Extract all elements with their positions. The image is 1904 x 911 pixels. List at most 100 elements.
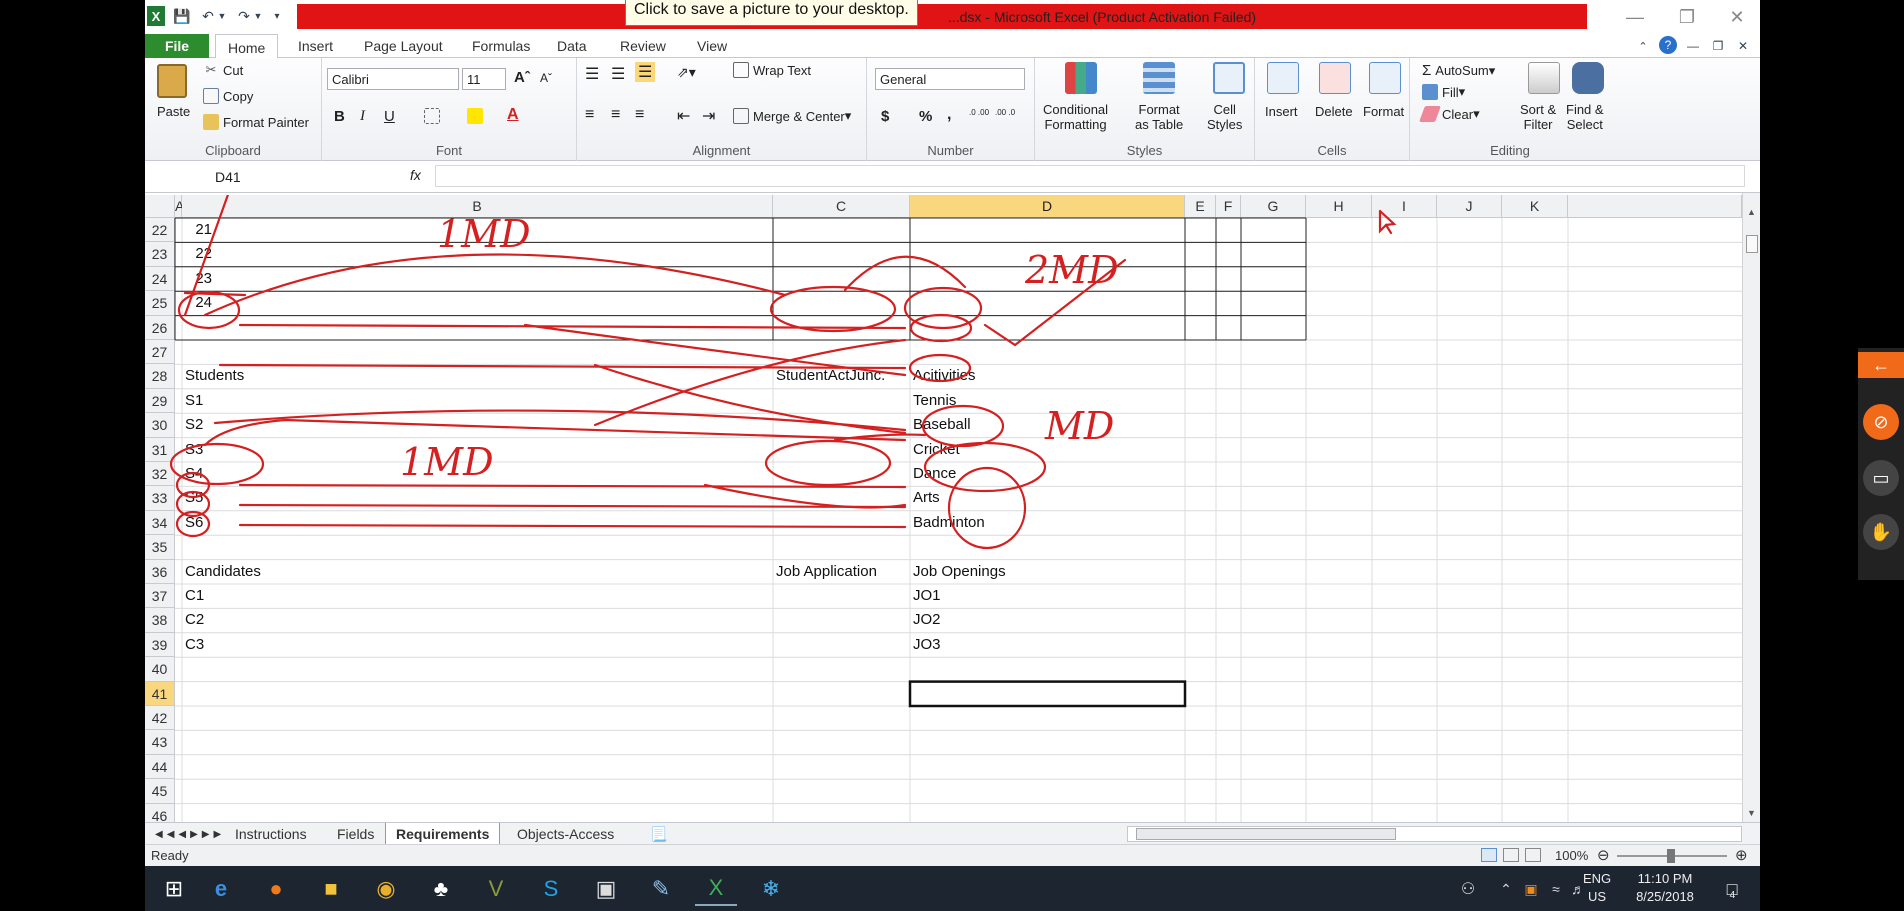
share-screen-icon[interactable]: ▭ xyxy=(1863,460,1899,496)
font-name-combo[interactable]: Calibri xyxy=(327,68,459,90)
sheet-tab-objects-access[interactable]: Objects-Access xyxy=(517,826,615,842)
wifi-icon[interactable]: ≈ xyxy=(1552,881,1560,897)
edge-icon[interactable]: e xyxy=(214,876,228,901)
cell-a-24[interactable]: 23 xyxy=(195,269,212,287)
customize-qat-icon[interactable]: ▾ xyxy=(274,10,280,22)
close-button[interactable]: ✕ xyxy=(1729,6,1745,27)
help-icon[interactable]: ? xyxy=(1659,36,1677,54)
student-cell[interactable]: S2 xyxy=(185,416,204,434)
page-layout-view-icon[interactable] xyxy=(1503,848,1519,862)
row-header-42[interactable]: 42 xyxy=(145,706,175,731)
format-as-table-icon[interactable] xyxy=(1143,62,1175,94)
row-header-22[interactable]: 22 xyxy=(145,218,175,243)
wrap-text-button[interactable]: Wrap Text xyxy=(733,62,811,78)
clear-button[interactable]: Clear▾ xyxy=(1419,106,1480,122)
minimize-button[interactable]: — xyxy=(1626,6,1644,27)
sheet-nav-icon[interactable]: ◀◀◀▶▶▶ xyxy=(155,828,226,840)
tab-insert[interactable]: Insert xyxy=(298,38,334,54)
zoom-level[interactable]: 100% xyxy=(1555,848,1589,863)
delete-cells-icon[interactable] xyxy=(1319,62,1351,94)
excel-taskbar-icon[interactable]: X xyxy=(695,872,737,906)
activity-cell[interactable]: Tennis xyxy=(913,391,957,409)
sheet-tab-instructions[interactable]: Instructions xyxy=(235,826,307,842)
candidate-cell[interactable]: C2 xyxy=(185,611,205,629)
row-header-39[interactable]: 39 xyxy=(145,632,175,658)
sheet-tab-fields[interactable]: Fields xyxy=(337,826,375,842)
insert-button[interactable]: Insert xyxy=(1265,104,1298,119)
file-explorer-icon[interactable]: ■ xyxy=(324,876,338,901)
cell-styles-icon[interactable] xyxy=(1213,62,1245,94)
italic-button[interactable]: I xyxy=(360,108,365,124)
skype-icon[interactable]: S xyxy=(543,876,559,901)
mute-mic-icon[interactable]: ⊘ xyxy=(1863,404,1899,440)
student-cell[interactable]: S3 xyxy=(185,440,204,458)
column-header-h[interactable]: H xyxy=(1306,195,1372,218)
underline-button[interactable]: U xyxy=(384,108,395,125)
bottom-align-button[interactable]: ☰ xyxy=(635,62,656,82)
increase-indent-button[interactable]: ⇥ xyxy=(702,108,716,125)
tab-view[interactable]: View xyxy=(697,38,728,54)
workbook-minimize-icon[interactable]: — xyxy=(1687,39,1699,53)
formula-input[interactable] xyxy=(435,165,1745,187)
format-cells-icon[interactable] xyxy=(1369,62,1401,94)
zoom-slider-thumb[interactable] xyxy=(1667,849,1675,863)
tray-chevron-icon[interactable]: ⌃ xyxy=(1500,880,1512,897)
align-center-button[interactable]: ≡ xyxy=(611,106,621,123)
tab-page-layout[interactable]: Page Layout xyxy=(364,38,443,54)
activity-cell[interactable]: Dance xyxy=(913,465,957,482)
horizontal-scroll-thumb[interactable] xyxy=(1136,828,1396,840)
row-header-41[interactable]: 41 xyxy=(145,681,175,706)
page-break-view-icon[interactable] xyxy=(1525,848,1541,862)
row-header-34[interactable]: 34 xyxy=(145,510,175,536)
row-header-44[interactable]: 44 xyxy=(145,754,175,780)
column-header-k[interactable]: K xyxy=(1502,195,1568,218)
select-all-corner[interactable] xyxy=(145,195,175,218)
grow-font-button[interactable]: Aˆ xyxy=(514,69,530,86)
column-header-extra[interactable] xyxy=(1568,195,1742,218)
notification-center-icon[interactable]: □4 xyxy=(1726,878,1738,901)
chrome-icon[interactable]: ◉ xyxy=(376,876,396,901)
row-header-45[interactable]: 45 xyxy=(145,779,175,804)
student-cell[interactable]: S4 xyxy=(185,465,204,482)
sheet-tab-requirements[interactable]: Requirements xyxy=(385,823,501,845)
redo-dropdown-icon[interactable]: ▼ xyxy=(253,11,263,21)
binoculars-icon[interactable] xyxy=(1572,62,1604,94)
row-header-28[interactable]: 28 xyxy=(145,364,175,389)
language-indicator[interactable]: ENG US xyxy=(1583,870,1611,906)
row-header-37[interactable]: 37 xyxy=(145,584,175,609)
row-header-24[interactable]: 24 xyxy=(145,266,175,292)
row-header-27[interactable]: 27 xyxy=(145,340,175,365)
scroll-down-icon[interactable]: ▼ xyxy=(1747,808,1756,818)
row-header-30[interactable]: 30 xyxy=(145,413,175,438)
decrease-decimal-button[interactable]: .00 .0 xyxy=(995,108,1016,117)
paste-button[interactable]: Paste xyxy=(157,104,191,119)
row-header-26[interactable]: 26 xyxy=(145,315,175,340)
tab-data[interactable]: Data xyxy=(557,38,587,54)
copy-button[interactable]: Copy xyxy=(203,88,253,104)
format-painter-button[interactable]: Format Painter xyxy=(203,114,309,130)
start-button-icon[interactable]: ⊞ xyxy=(164,876,184,901)
back-arrow-icon[interactable]: ← xyxy=(1858,352,1904,378)
row-header-25[interactable]: 25 xyxy=(145,291,175,316)
font-size-combo[interactable]: 11 xyxy=(462,68,506,90)
name-box[interactable]: D41 xyxy=(147,166,327,188)
candidate-cell[interactable]: C1 xyxy=(185,587,205,604)
format-button[interactable]: Format xyxy=(1363,104,1405,119)
middle-align-button[interactable]: ☰ xyxy=(611,66,626,83)
job-opening-cell[interactable]: JO1 xyxy=(913,587,941,604)
snowflake-app-icon[interactable]: ❄ xyxy=(761,876,781,901)
student-cell[interactable]: S1 xyxy=(185,391,204,409)
comma-button[interactable]: , xyxy=(947,106,952,123)
horizontal-scrollbar[interactable] xyxy=(1127,826,1742,842)
minimize-ribbon-icon[interactable]: ⌃ xyxy=(1638,40,1648,53)
row-header-38[interactable]: 38 xyxy=(145,608,175,633)
top-align-button[interactable]: ☰ xyxy=(585,66,600,83)
activity-cell[interactable]: Baseball xyxy=(913,416,971,434)
font-color-button[interactable]: A xyxy=(507,106,519,123)
percent-button[interactable]: % xyxy=(919,108,933,125)
orientation-button[interactable]: ⇗▾ xyxy=(677,64,696,80)
